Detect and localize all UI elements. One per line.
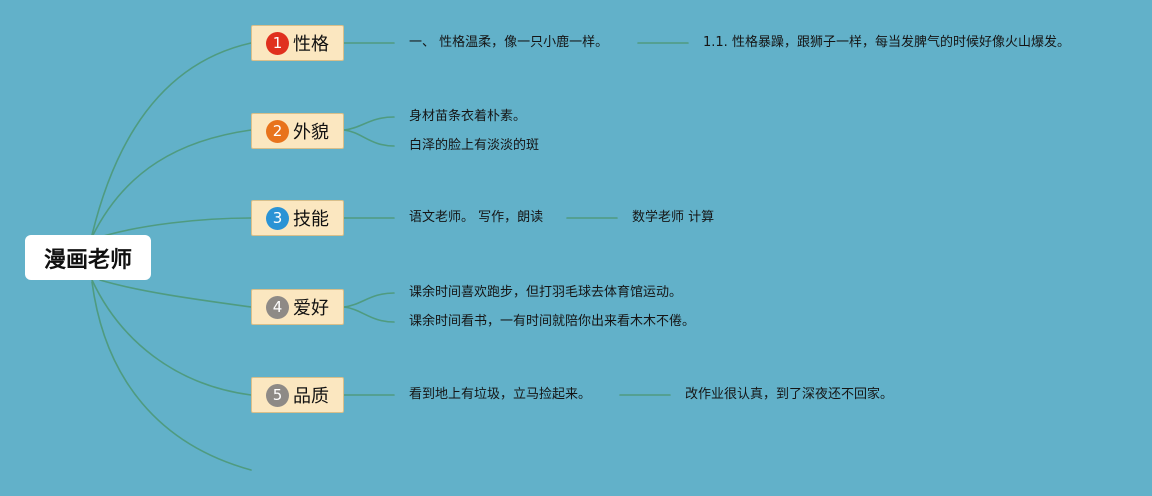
topic-label: 性格 [293, 34, 329, 55]
number-badge-1: 1 [266, 31, 289, 55]
link-central-topic-5 [91, 279, 252, 396]
topic-appearance[interactable]: 2 外貌 [251, 113, 344, 149]
leaf-hobbies-reading[interactable]: 课余时间看书，一有时间就陪你出来看木木不倦。 [409, 314, 696, 329]
leaf-personality-gentle[interactable]: 一、 性格温柔，像一只小鹿一样。 [409, 35, 609, 50]
leaf-hobbies-running[interactable]: 课余时间喜欢跑步，但打羽毛球去体育馆运动。 [409, 285, 683, 300]
number-badge-2: 2 [266, 119, 289, 143]
number-badge-4: 4 [266, 295, 289, 319]
topic-personality[interactable]: 1 性格 [251, 25, 344, 61]
link-topic-4-leaf-1 [343, 292, 395, 308]
link-central-extra [91, 281, 252, 471]
topic-label: 品质 [293, 386, 329, 407]
link-central-topic-1 [91, 42, 252, 236]
topic-label: 外貌 [293, 122, 329, 143]
link-topic-2-leaf-2 [343, 129, 395, 147]
leaf-skills-math[interactable]: 数学老师 计算 [632, 210, 715, 225]
leaf-appearance-face[interactable]: 白泽的脸上有淡淡的斑 [409, 138, 540, 153]
leaf-skills-chinese[interactable]: 语文老师。 写作，朗读 [409, 210, 544, 225]
number-badge-5: 5 [266, 383, 289, 407]
leaf-personality-temper[interactable]: 1.1. 性格暴躁，跟狮子一样，每当发脾气的时候好像火山爆发。 [703, 35, 1070, 50]
topic-label: 技能 [293, 209, 329, 230]
topic-hobbies[interactable]: 4 爱好 [251, 289, 344, 325]
number-badge-3: 3 [266, 206, 289, 230]
topic-skills[interactable]: 3 技能 [251, 200, 344, 236]
leaf-character-litter[interactable]: 看到地上有垃圾，立马捡起来。 [409, 387, 592, 402]
leaf-appearance-figure[interactable]: 身材苗条衣着朴素。 [409, 109, 527, 124]
link-topic-2-leaf-1 [343, 116, 395, 131]
central-topic[interactable]: 漫画老师 [25, 235, 151, 280]
link-topic-4-leaf-2 [343, 306, 395, 323]
leaf-character-grading[interactable]: 改作业很认真，到了深夜还不回家。 [685, 387, 894, 402]
link-central-topic-2 [91, 129, 252, 238]
link-central-topic-3 [99, 217, 252, 238]
topic-label: 爱好 [293, 298, 329, 319]
topic-character[interactable]: 5 品质 [251, 377, 344, 413]
central-topic-label: 漫画老师 [43, 247, 132, 273]
link-central-topic-4 [99, 279, 252, 308]
